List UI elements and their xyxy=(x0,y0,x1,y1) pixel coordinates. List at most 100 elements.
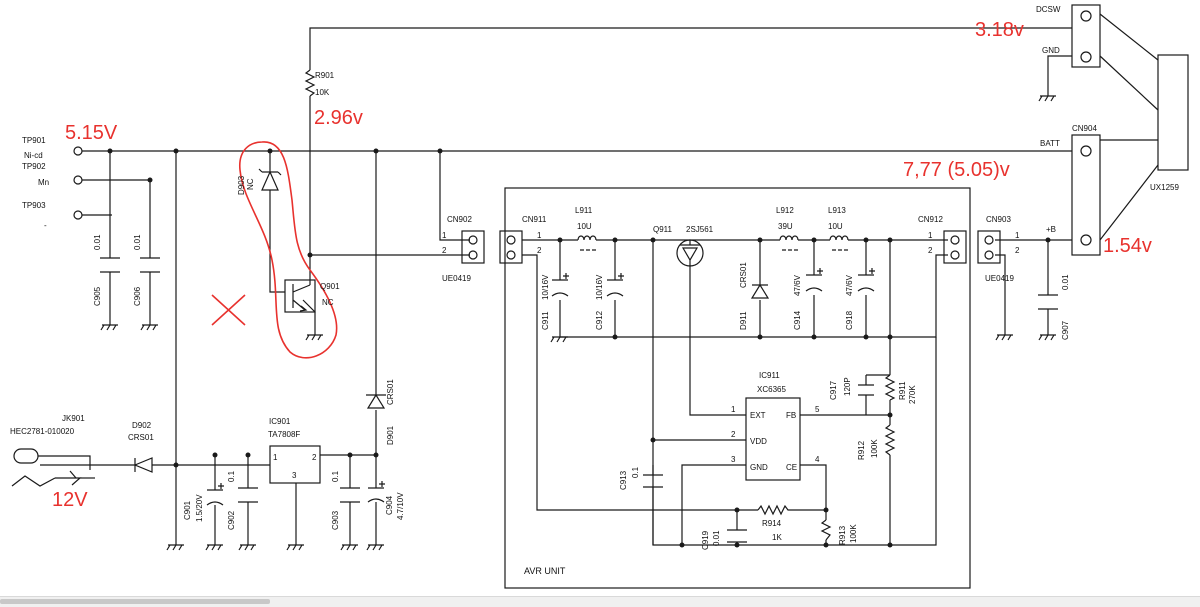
label-c918-val: 47/6V xyxy=(845,274,854,296)
cn911-connector xyxy=(499,230,523,264)
label-c912-val: 10/16V xyxy=(595,274,604,300)
label-l913-val: 10U xyxy=(828,222,843,231)
c903-capacitor xyxy=(340,487,360,503)
l912-inductor xyxy=(779,235,800,251)
r912-resistor xyxy=(884,424,896,456)
label-q901-nc: NC xyxy=(322,298,334,307)
c912-capacitor xyxy=(606,273,624,297)
c905-capacitor xyxy=(100,257,120,273)
label-c906-val: 0.01 xyxy=(133,234,142,250)
ic911-chip xyxy=(745,397,801,481)
label-ic911: IC911 xyxy=(759,371,780,380)
label-nicd: Ni-cd xyxy=(24,151,43,160)
component-labels: DCSW GND BATT CN904 UX1259 R901 10K TP90… xyxy=(10,5,1179,576)
q901-transistor xyxy=(284,279,316,313)
jk901-jack xyxy=(11,448,91,487)
label-c901: C901 xyxy=(183,500,192,520)
label-d902-part: CRS01 xyxy=(128,433,154,442)
label-gnd: GND xyxy=(1042,46,1060,55)
label-l911-val: 10U xyxy=(577,222,592,231)
label-ic901-p3: 3 xyxy=(292,471,297,480)
avr-unit-frame xyxy=(504,187,971,589)
label-dash: - xyxy=(44,221,47,230)
l913-inductor xyxy=(829,235,850,251)
label-c904: C904 xyxy=(385,495,394,515)
cn912-connector xyxy=(943,230,967,264)
cn902-connector xyxy=(461,230,485,264)
label-tp901: TP901 xyxy=(22,136,46,145)
c911-capacitor xyxy=(551,273,569,297)
red-x-mark xyxy=(211,294,246,326)
label-r914: R914 xyxy=(762,519,782,528)
label-l912-val: 39U xyxy=(778,222,793,231)
label-c919: C919 xyxy=(701,530,710,550)
junctions xyxy=(107,148,1051,548)
label-q911: Q911 xyxy=(653,225,673,234)
measurement-plus-b: 1.54v xyxy=(1103,235,1152,257)
c914-capacitor xyxy=(805,268,823,292)
label-c913: C913 xyxy=(619,470,628,490)
label-q901: Q901 xyxy=(320,282,340,291)
label-cn911: CN911 xyxy=(522,215,547,224)
ux1259-block xyxy=(1157,54,1189,171)
label-c903: C903 xyxy=(331,510,340,530)
c904-capacitor xyxy=(367,481,385,503)
label-pin-vdd: VDD xyxy=(750,437,767,446)
test-points xyxy=(73,146,83,220)
label-d903-nc: NC xyxy=(246,178,255,190)
label-d903: D903 xyxy=(237,175,246,195)
label-l912: L912 xyxy=(776,206,794,215)
label-c919-val: 0.01 xyxy=(712,530,721,546)
label-avr-unit: AVR UNIT xyxy=(524,566,566,576)
label-c902-val: 0.1 xyxy=(227,470,236,482)
d902-diode xyxy=(133,457,153,473)
label-l913: L913 xyxy=(828,206,846,215)
c902-capacitor xyxy=(238,487,258,503)
label-cn903: CN903 xyxy=(986,215,1011,224)
horizontal-scrollbar[interactable] xyxy=(0,596,1200,607)
label-pin1-c: 1 xyxy=(928,231,933,240)
d903-zener-diode xyxy=(258,168,282,191)
label-c911: C911 xyxy=(541,311,550,330)
label-ic911-part: XC6365 xyxy=(757,385,786,394)
label-d902: D902 xyxy=(132,421,152,430)
label-pin1-b: 1 xyxy=(537,231,542,240)
c913-capacitor xyxy=(643,474,663,488)
label-d901: D901 xyxy=(386,425,395,445)
d911-diode xyxy=(750,283,770,299)
label-pin2-b: 2 xyxy=(537,246,542,255)
wires xyxy=(40,13,1159,546)
ic901-regulator xyxy=(269,445,321,484)
measurement-r901-node: 2.96v xyxy=(314,107,363,129)
label-dcsw: DCSW xyxy=(1036,5,1061,14)
q911-mosfet xyxy=(676,239,704,267)
measurement-jack: 12V xyxy=(52,489,88,511)
c919-capacitor xyxy=(727,529,747,543)
dcsw-connector xyxy=(1071,4,1101,68)
label-pin1-d: 1 xyxy=(1015,231,1020,240)
c901-capacitor xyxy=(206,483,224,506)
label-r913: R913 xyxy=(838,525,847,545)
label-ic901-p1: 1 xyxy=(273,453,278,462)
r914-resistor xyxy=(757,504,790,516)
label-jk901-part: HEC2781-010020 xyxy=(10,427,75,436)
ground-symbols xyxy=(100,95,1056,551)
label-c917-val: 120P xyxy=(843,377,852,396)
label-c912: C912 xyxy=(595,310,604,330)
label-tp902: TP902 xyxy=(22,162,46,171)
label-pin2-d: 2 xyxy=(1015,246,1020,255)
label-c918: C918 xyxy=(845,310,854,330)
label-ue0419-b: UE0419 xyxy=(985,274,1014,283)
label-pin-fb: FB xyxy=(786,411,796,420)
label-c905-val: 0.01 xyxy=(93,234,102,250)
label-c911-val: 10/16V xyxy=(541,274,550,300)
measurement-tp901: 5.15V xyxy=(65,122,118,144)
label-pin-2: 2 xyxy=(731,430,736,439)
label-batt: BATT xyxy=(1040,139,1060,148)
label-ic901-part: TA7808F xyxy=(268,430,300,439)
label-pin1-a: 1 xyxy=(442,231,447,240)
label-c906: C906 xyxy=(133,286,142,306)
scrollbar-thumb[interactable] xyxy=(0,599,270,604)
label-cn904: CN904 xyxy=(1072,124,1097,133)
label-pin-1: 1 xyxy=(731,405,736,414)
